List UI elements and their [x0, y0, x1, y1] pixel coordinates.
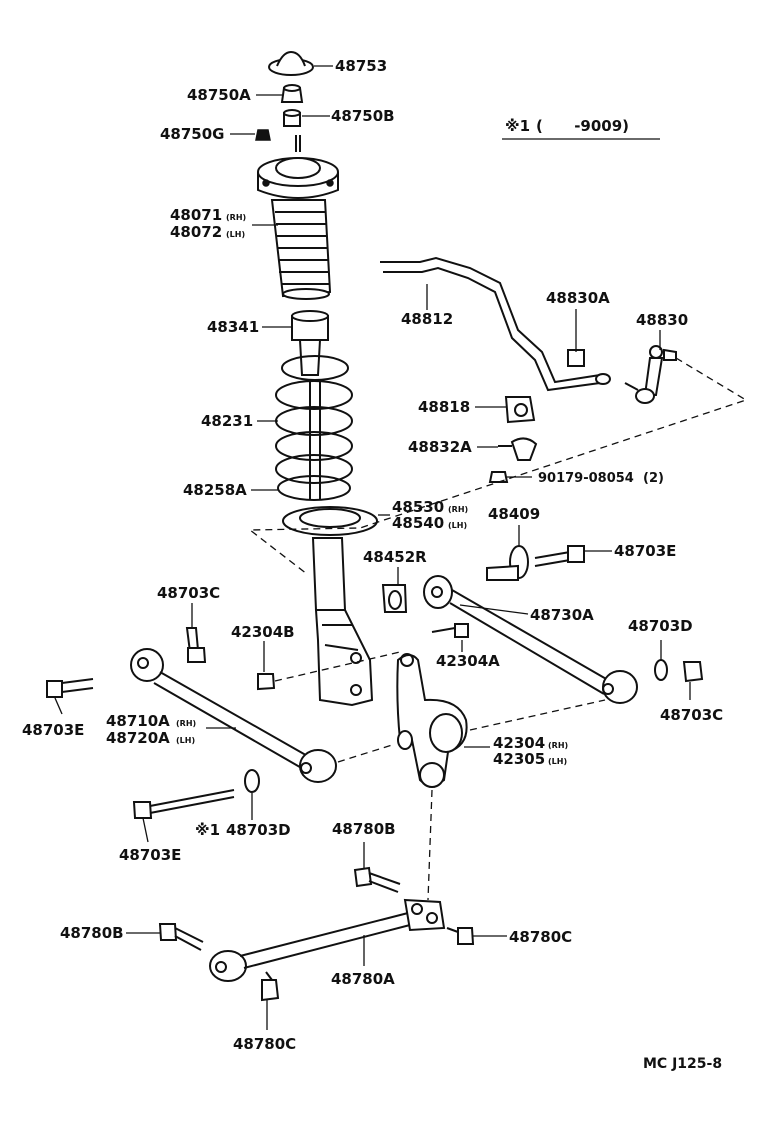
assembly-line-48730a — [469, 699, 606, 731]
callout-42304b: 42304B — [231, 623, 295, 641]
assembly-line-42304 — [274, 651, 401, 682]
nut-48750a — [280, 84, 304, 103]
shock-absorber — [311, 537, 374, 707]
callout-48072-sub: (LH) — [226, 230, 245, 239]
callout-48703e-left: 48703E — [22, 721, 84, 739]
note-applicability: ※1 ( -9009) — [502, 117, 660, 140]
arm-48780a — [209, 898, 446, 982]
assembly-line-48710a — [337, 744, 393, 763]
callout-48703d-right: 48703D — [628, 617, 693, 635]
bolt-48780b-left — [158, 923, 204, 951]
bracket-48832a — [498, 437, 538, 461]
note-text: ( -9009) — [536, 117, 629, 135]
callout-42304: 42304 — [493, 734, 545, 752]
callout-48780c-right: 48780C — [509, 928, 572, 946]
callout-48818: 48818 — [418, 398, 470, 416]
bolt-48780b-upper — [353, 866, 401, 893]
bushing-48452r — [381, 584, 408, 613]
callout-48750g: 48750G — [160, 125, 225, 143]
bolt-48703e-upper — [534, 545, 585, 567]
callout-48072: 48072 — [170, 223, 222, 241]
callout-48780b-left: 48780B — [60, 924, 124, 942]
callout-90179-qty: (2) — [643, 471, 664, 486]
nut-48750g — [255, 129, 271, 141]
callout-48832a: 48832A — [408, 438, 472, 456]
bolt-48703c-left — [185, 627, 207, 663]
stabilizer-link — [624, 345, 677, 404]
callout-48703d-lower-mark: ※1 — [195, 821, 220, 839]
callout-48409: 48409 — [488, 505, 540, 523]
bushing-48409 — [486, 545, 529, 581]
nut-48780c-lower — [261, 971, 280, 1002]
callout-48720a: 48720A — [106, 729, 170, 747]
callout-48703d-lower: 48703D — [226, 821, 291, 839]
note-mark: ※1 — [505, 117, 530, 135]
bushing-48818 — [504, 396, 536, 424]
callout-48750a: 48750A — [187, 86, 251, 104]
callout-42305: 42305 — [493, 750, 545, 768]
bump-stopper — [291, 310, 329, 376]
figure-code: MC J125-8 — [643, 1056, 722, 1072]
nut-48780c-right — [446, 927, 475, 945]
callout-48812: 48812 — [401, 310, 453, 328]
callout-42304-sub: (RH) — [548, 741, 568, 750]
callout-48071-sub: (RH) — [226, 213, 246, 222]
callout-48780a: 48780A — [331, 970, 395, 988]
callout-48530-sub: (RH) — [448, 505, 468, 514]
callout-48703c-left: 48703C — [157, 584, 220, 602]
callout-48540: 48540 — [392, 514, 444, 532]
assembly-line-stabilizer — [248, 357, 748, 575]
callout-48720a-sub: (LH) — [176, 736, 195, 745]
callout-48452r: 48452R — [363, 548, 427, 566]
bolt-42304a — [431, 623, 469, 638]
arm-48730a — [423, 575, 638, 704]
callout-48071: 48071 — [170, 206, 222, 224]
callout-48231: 48231 — [201, 412, 253, 430]
leader-lines — [54, 65, 691, 1030]
nut-48703c-right — [682, 661, 704, 683]
callout-42305-sub: (LH) — [548, 757, 567, 766]
upper-support-cap — [268, 50, 314, 76]
callout-48540-sub: (LH) — [448, 521, 467, 530]
stabilizer-bar — [380, 256, 611, 392]
nut-42304b — [257, 673, 276, 691]
washer-48703d-right — [654, 659, 668, 681]
callout-48530: 48530 — [392, 498, 444, 516]
assembly-line-knuckle — [427, 789, 433, 901]
stabilizer-bushing — [567, 349, 585, 367]
bolt-48703e-left — [46, 678, 94, 698]
callout-48750b: 48750B — [331, 107, 395, 125]
washer-48703d-lower — [244, 769, 260, 793]
callout-42304a: 42304A — [436, 652, 500, 670]
callout-48780c-lower: 48780C — [233, 1035, 296, 1053]
callout-48341: 48341 — [207, 318, 259, 336]
callout-48710a: 48710A — [106, 712, 170, 730]
callout-90179: 90179-08054 — [538, 471, 634, 486]
callout-48703c-right: 48703C — [660, 706, 723, 724]
callout-48830: 48830 — [636, 311, 688, 329]
bushing-48750b — [283, 109, 301, 127]
callout-48830a: 48830A — [546, 289, 610, 307]
callout-48703e-lower: 48703E — [119, 846, 181, 864]
upper-mount — [257, 135, 339, 199]
callout-48730a: 48730A — [530, 606, 594, 624]
dust-boot — [270, 199, 332, 300]
callout-48780b-upper: 48780B — [332, 820, 396, 838]
arm-48710a — [130, 648, 337, 783]
spring-seat — [282, 506, 378, 536]
callout-48710a-sub: (RH) — [176, 719, 196, 728]
bolt-48703e-lower — [132, 789, 235, 819]
knuckle — [396, 653, 468, 788]
callout-48258a: 48258A — [183, 481, 247, 499]
callout-48703e-upper: 48703E — [614, 542, 676, 560]
bolt-90179 — [488, 471, 509, 483]
callout-48753: 48753 — [335, 57, 387, 75]
coil-spring — [275, 355, 353, 501]
